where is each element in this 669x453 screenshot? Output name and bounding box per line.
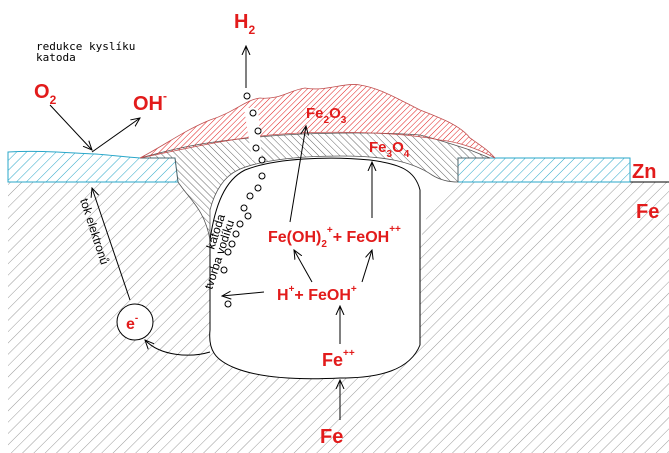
electron-circle [116, 303, 154, 341]
oh-label: OH- [133, 89, 167, 115]
bubble [236, 220, 244, 228]
bubble [224, 248, 232, 256]
electron-flow-arrow [92, 188, 131, 301]
bubble [240, 204, 248, 212]
reaction2-label: H++ FeOH+ [277, 284, 357, 304]
iron-substrate [8, 182, 669, 453]
hydrogen-bubbles [220, 92, 266, 308]
fe-metal-label: Fe [636, 201, 659, 223]
bubble [228, 240, 236, 248]
electron-label: e- [126, 313, 138, 333]
bubble [220, 266, 228, 274]
fe-bottom-label: Fe [320, 426, 343, 448]
bubble [258, 156, 266, 164]
hydrogen-inward-arrow [222, 292, 265, 296]
bubble [252, 144, 260, 152]
bubble [244, 212, 252, 220]
bubble [224, 300, 232, 308]
h2-label: H2 [234, 11, 255, 37]
pit-outline [209, 157, 421, 380]
electron-to-pit-arrow [145, 340, 211, 356]
magnetite-layer [139, 132, 491, 241]
zinc-layer-right [457, 157, 631, 183]
hematite-mound [139, 84, 496, 159]
cathode-sub-label: katoda [36, 51, 76, 64]
surface-to-oh-arrow [91, 118, 140, 153]
fe-ion-label: Fe++ [322, 348, 355, 370]
bubble [254, 184, 262, 192]
o2-to-surface-arrow [49, 104, 92, 150]
bubble [249, 109, 257, 117]
reaction1-label: Fe(OH)2++ FeOH++ [268, 224, 401, 250]
reaction2-right-arrow [361, 250, 372, 283]
fe2o3-label: Fe2O3 [306, 105, 347, 126]
bubble [246, 192, 254, 200]
zn-label: Zn [632, 161, 656, 183]
fe3o4-label: Fe3O4 [369, 139, 410, 160]
bubble [254, 127, 262, 135]
fe-to-hematite-arrow [289, 126, 306, 223]
bubble [258, 172, 266, 180]
cathode-title-label: redukce kyslíku [36, 40, 135, 53]
reaction2-left-arrow [294, 250, 313, 283]
o2-label: O2 [34, 81, 57, 107]
bubble [243, 92, 251, 100]
bubble [232, 230, 240, 238]
